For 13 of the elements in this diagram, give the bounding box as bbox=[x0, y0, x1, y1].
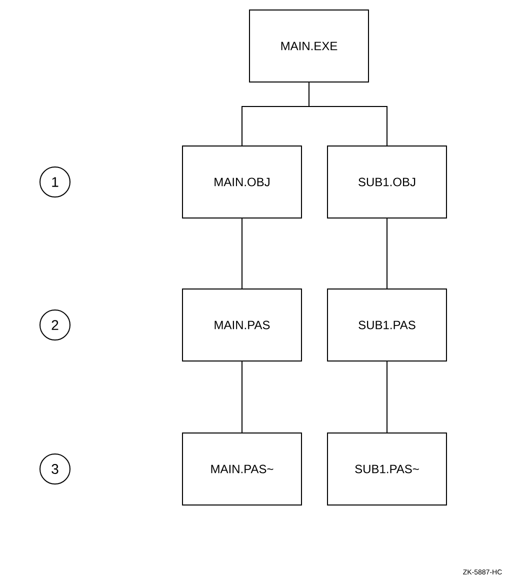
file-box: MAIN.EXE bbox=[249, 10, 369, 82]
callout-number: 3 bbox=[40, 454, 70, 484]
file-box: MAIN.PAS bbox=[182, 288, 302, 362]
connector-line bbox=[386, 218, 388, 289]
file-box: MAIN.OBJ bbox=[182, 146, 302, 218]
callout-number: 2 bbox=[40, 310, 70, 340]
file-box: SUB1.PAS bbox=[327, 288, 447, 362]
file-box: SUB1.OBJ bbox=[327, 146, 447, 218]
callout-number: 1 bbox=[40, 166, 70, 198]
connector-line bbox=[308, 82, 388, 146]
connector-line bbox=[386, 361, 388, 433]
file-box: SUB1.PAS~ bbox=[327, 432, 447, 506]
file-box: MAIN.PAS~ bbox=[182, 432, 302, 506]
